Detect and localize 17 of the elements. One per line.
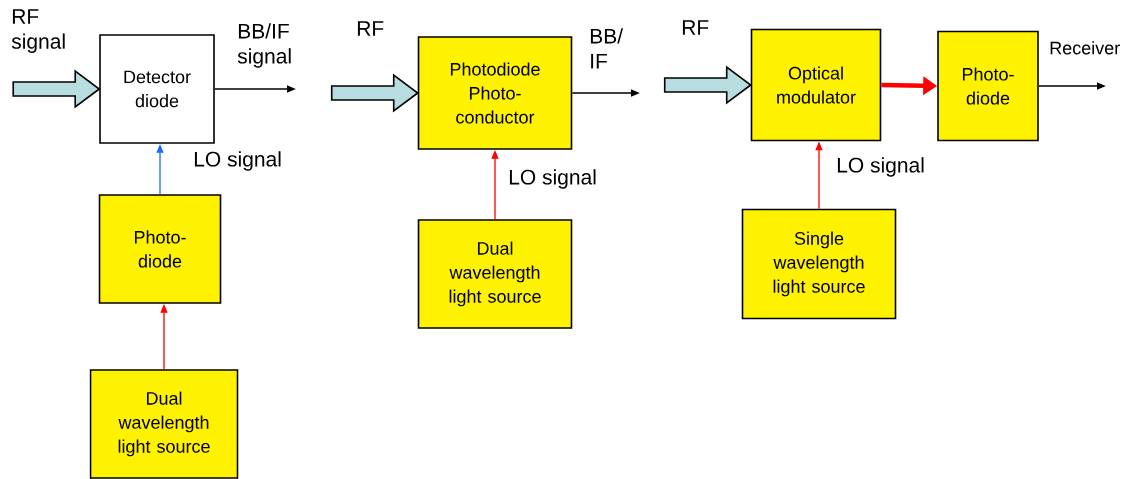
edge-label: RF signal — [11, 9, 65, 53]
component-box: Dual wavelength light source — [89, 369, 239, 479]
edge-label: RF — [357, 21, 384, 36]
edge-label: BB/IF signal — [237, 23, 291, 68]
component-box: Optical modulator — [750, 28, 882, 142]
component-box: Photo- diode — [98, 194, 222, 304]
edge-label: BB/ IF — [590, 28, 624, 69]
edge-label: LO signal — [194, 151, 281, 171]
edge-label: LO signal — [509, 169, 596, 189]
detector-box: Detector diode — [99, 34, 215, 144]
component-box: Single wavelength light source — [741, 208, 897, 320]
component-box: Photo- diode — [937, 30, 1039, 142]
edge-label: LO signal — [837, 157, 924, 177]
component-box: Photodiode Photo- conductor — [417, 36, 573, 150]
edge-label: RF — [682, 20, 709, 35]
edge-label: Receiver — [1050, 41, 1120, 55]
component-box: Dual wavelength light source — [417, 219, 573, 329]
